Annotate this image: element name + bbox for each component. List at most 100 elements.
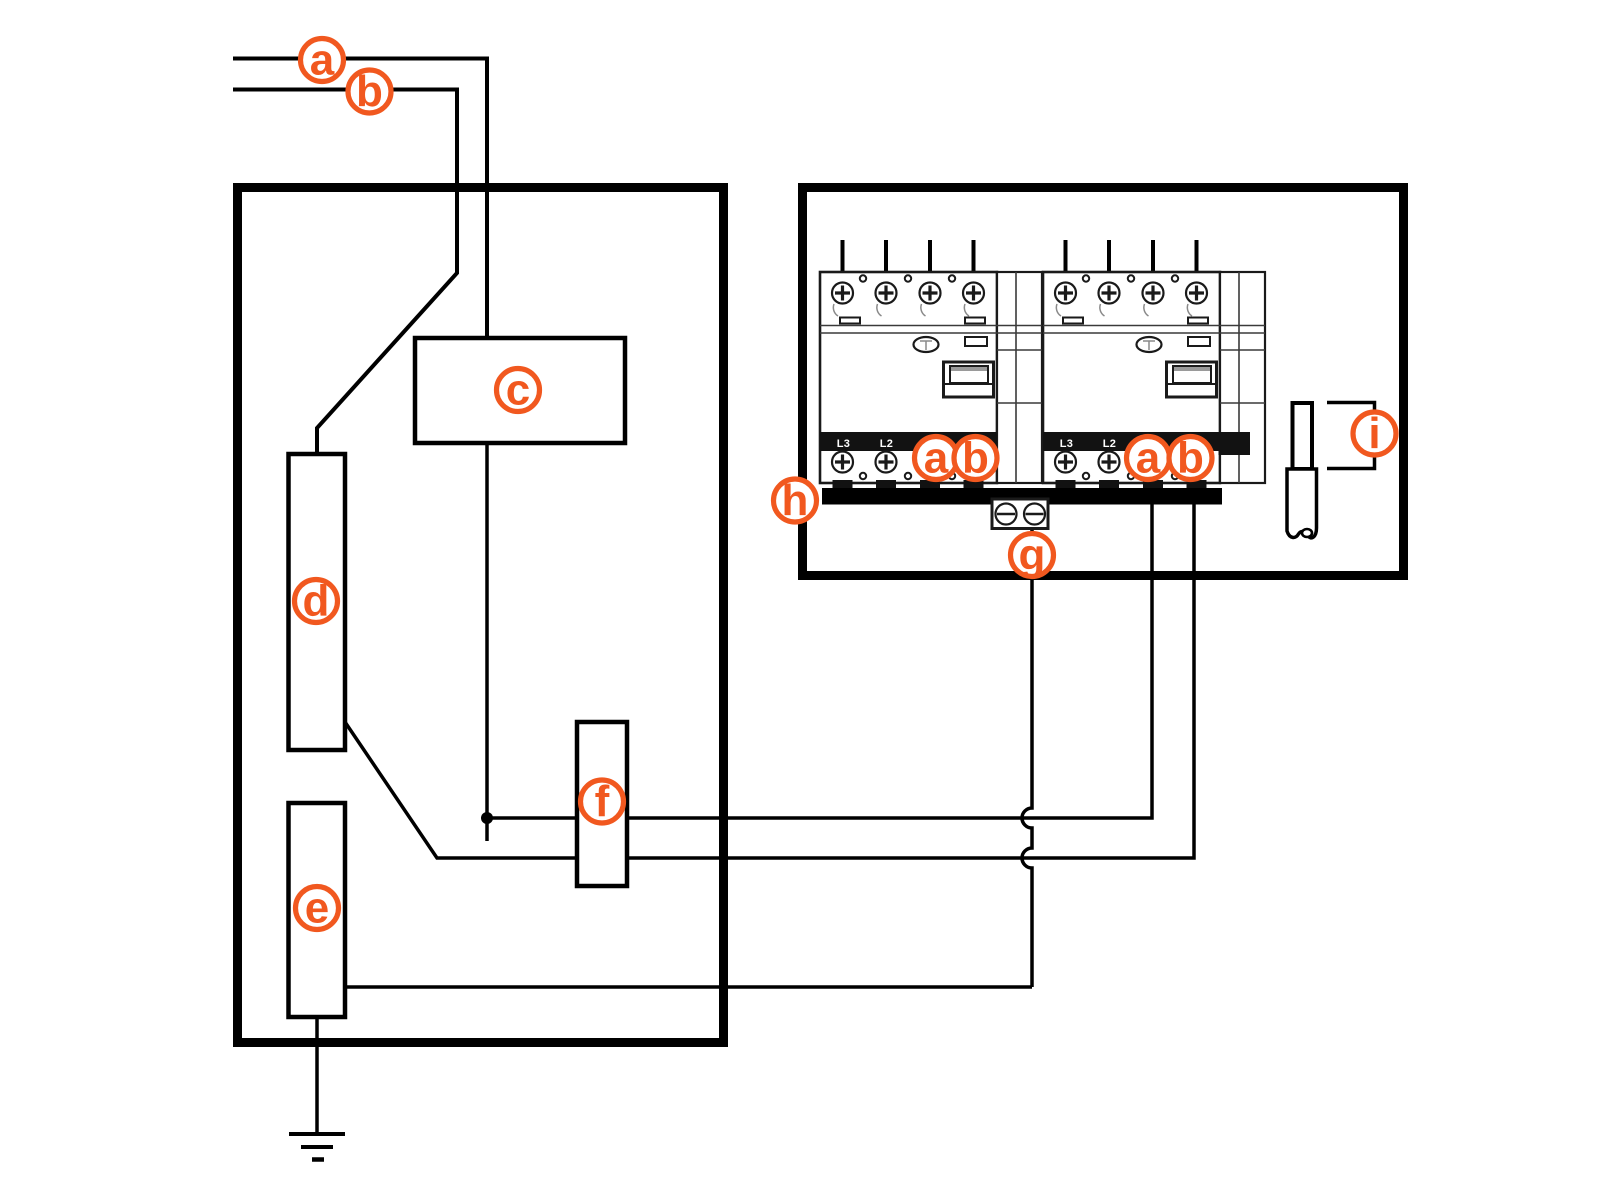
callout-letter: d: [303, 577, 330, 626]
callout-circle: [345, 67, 394, 116]
busbar-tooth: [1186, 480, 1207, 488]
test-hole: [858, 274, 868, 283]
callout-letter: b: [356, 67, 383, 116]
callout-letter: a: [924, 434, 949, 483]
callout-c: c: [493, 365, 543, 415]
phillips-screw-icon: [874, 281, 898, 305]
cable-conductor: [1290, 401, 1314, 471]
din-clip: [1187, 316, 1209, 325]
callout-circle: [1007, 530, 1057, 580]
callout-circle: [1350, 409, 1399, 458]
test-hole: [858, 471, 868, 481]
left-enclosure-box: [233, 183, 728, 1047]
top-screws: [1053, 281, 1209, 305]
callout-letter: h: [782, 476, 809, 525]
callout-letter: e: [305, 884, 329, 933]
phillips-screw-icon: [1184, 281, 1209, 305]
phillips-screw-icon: [1097, 450, 1121, 474]
callout-letter: b: [1177, 434, 1204, 483]
callout-letter: b: [962, 434, 989, 483]
pole-label-l2: L2: [1103, 438, 1116, 450]
pole-label-l3: L3: [1060, 438, 1073, 450]
callout-i: i: [1350, 409, 1399, 458]
busbar-tooth: [963, 480, 984, 488]
wire-d-to-rcd2-b: [343, 492, 1196, 860]
callout-letter: i: [1368, 409, 1380, 458]
callout-a-rcd1: a: [911, 434, 961, 483]
callout-f: f: [577, 777, 627, 826]
indicator-window: [1187, 336, 1211, 347]
test-hole: [903, 471, 913, 481]
cable-cut-curl: [1300, 527, 1314, 539]
callout-circle: [291, 576, 341, 626]
test-hole: [1081, 471, 1091, 481]
breaker-side-module: [995, 270, 1044, 485]
wiring: [233, 56, 1196, 1162]
callout-d: d: [291, 576, 341, 626]
callout-h: h: [770, 476, 820, 525]
phillips-screw-icon: [918, 281, 942, 305]
phillips-screw-icon: [1053, 281, 1078, 305]
callout-g: g: [1007, 530, 1057, 580]
junction-dot: [481, 812, 493, 824]
busbar-tooth: [1099, 480, 1119, 488]
terminal-block-g: [990, 497, 1050, 530]
ground-symbol-icon: [289, 1132, 345, 1162]
din-clip: [839, 316, 861, 325]
phillips-screw-icon: [874, 450, 898, 474]
indicator-window: [964, 336, 988, 347]
switch-toggle: [942, 360, 995, 399]
pole-label-l2: L2: [880, 438, 893, 450]
callout-circle: [493, 365, 543, 415]
test-hole: [947, 274, 957, 283]
callout-circle: [1166, 433, 1215, 483]
callout-a-supply: a: [297, 35, 347, 85]
busbar: [822, 480, 1222, 505]
top-screws: [830, 281, 986, 305]
callout-b-rcd2: b: [1166, 433, 1215, 483]
callout-e: e: [292, 883, 342, 933]
callout-circle: [951, 433, 1000, 483]
callout-letter: f: [595, 777, 610, 826]
callout-letter: a: [1136, 434, 1161, 483]
din-clip: [964, 316, 986, 325]
test-hole: [1081, 274, 1091, 283]
neutral-block: [1218, 432, 1250, 455]
pole-label-l3: L3: [837, 438, 850, 450]
busbar-tooth: [1055, 480, 1076, 488]
cable-i: [1285, 400, 1377, 540]
slotted-screw-icon: [994, 502, 1018, 526]
callout-circle: [577, 777, 627, 826]
busbar-tooth: [832, 480, 853, 488]
busbar-tooth: [1143, 480, 1163, 488]
callout-circle: [297, 35, 347, 85]
earth-wire-vertical-with-hops: [1020, 528, 1034, 987]
test-hole: [903, 274, 913, 283]
busbar-tooth: [920, 480, 940, 488]
test-hole: [1170, 274, 1180, 283]
callout-a-rcd2: a: [1123, 434, 1173, 483]
switch-toggle: [1165, 360, 1218, 399]
busbar-tooth: [876, 480, 896, 488]
busbar-rail: [822, 488, 1222, 505]
callout-letter: g: [1019, 531, 1046, 580]
phillips-screw-icon: [830, 281, 855, 305]
slotted-screw-icon: [1022, 502, 1047, 526]
phillips-screw-icon: [961, 281, 986, 305]
phillips-screw-icon: [1097, 281, 1121, 305]
callout-letter: c: [506, 366, 530, 415]
phillips-screw-icon: [830, 450, 855, 474]
phillips-screw-icon: [1141, 281, 1165, 305]
top-terminal-stubs: [840, 240, 976, 273]
cable-insulation: [1285, 467, 1319, 540]
callout-circle: [292, 883, 342, 933]
wire-junction-to-rcd2-a: [487, 492, 1154, 820]
callout-b-rcd1: b: [951, 433, 1000, 483]
distribution-board-box: [798, 183, 1408, 580]
test-hole: [1126, 274, 1136, 283]
top-terminal-stubs: [1063, 240, 1199, 273]
phillips-screw-icon: [1053, 450, 1078, 474]
din-clip: [1062, 316, 1084, 325]
